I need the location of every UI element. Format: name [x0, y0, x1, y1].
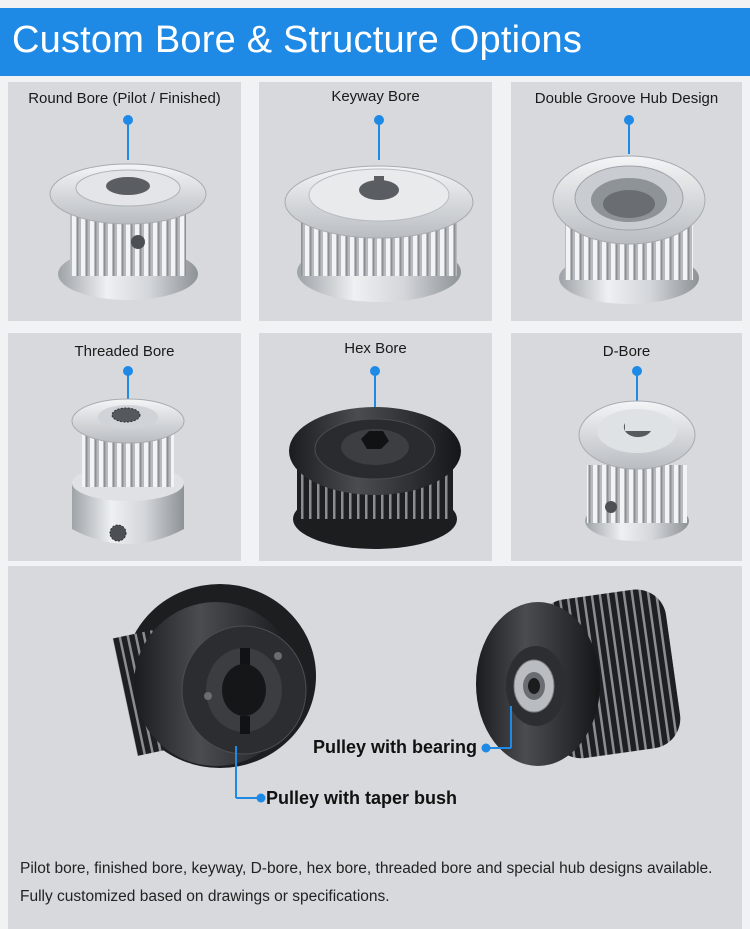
panel-label: Threaded Bore [74, 343, 175, 360]
bottom-panel: Pulley with taper bush Pulley with beari… [8, 566, 742, 929]
panel-label: Round Bore (Pilot / Finished) [28, 90, 221, 107]
panel-label: Double Groove Hub Design [534, 90, 719, 107]
d-bore-pulley-icon [578, 366, 696, 541]
panel-round-bore: Round Bore (Pilot / Finished) [8, 82, 241, 321]
page-title: Custom Bore & Structure Options [12, 19, 583, 61]
caption-line-1: Pilot bore, finished bore, keyway, D-bor… [20, 860, 713, 877]
panel-hex-bore: Hex Bore [259, 333, 492, 561]
hex-bore-pulley-icon [289, 366, 461, 549]
bearing-label: Pulley with bearing [313, 737, 478, 757]
round-bore-pulley-icon [49, 115, 207, 300]
panel-label: Keyway Bore [331, 88, 420, 105]
panel-d-bore: D-Bore [511, 333, 742, 561]
panel-label: Hex Bore [344, 340, 407, 357]
panel-threaded-bore: Threaded Bore [8, 333, 241, 561]
caption-line-2: Fully customized based on drawings or sp… [20, 888, 390, 905]
threaded-bore-pulley-icon [71, 366, 185, 544]
taper-bush-and-bearing-pulleys-icon [112, 584, 681, 803]
taper-bush-label: Pulley with taper bush [266, 788, 458, 808]
panel-keyway-bore: Keyway Bore [259, 82, 492, 321]
header-banner: Custom Bore & Structure Options [0, 8, 750, 76]
panel-double-groove-hub: Double Groove Hub Design [511, 82, 742, 321]
double-groove-hub-pulley-icon [552, 115, 706, 304]
panel-label: D-Bore [602, 343, 651, 360]
keyway-bore-pulley-icon [284, 115, 474, 302]
